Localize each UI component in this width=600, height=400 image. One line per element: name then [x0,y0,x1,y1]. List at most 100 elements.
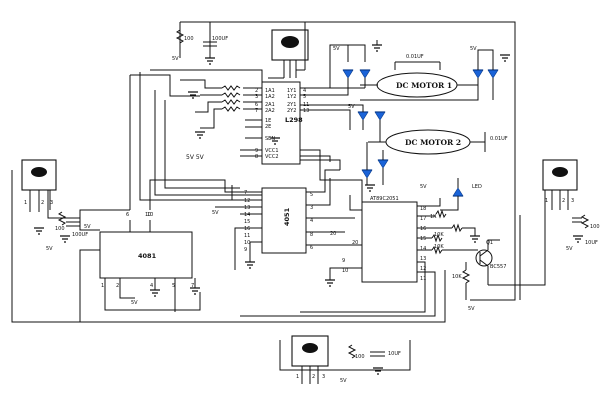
mid-pin-l2: 13 [244,205,250,211]
mid-pin-l5: 16 [244,226,250,232]
l298-num-i: 9 [255,148,258,154]
left-pin-1: 1 [24,200,27,206]
dc-motor-2: DC MOTOR 2 0.01UF [368,129,508,155]
top-5v-label: 5V [172,56,179,62]
motor-1-label: DC MOTOR 1 [396,81,452,90]
right-5v: 5V [566,246,573,252]
motor-2-label: DC MOTOR 2 [405,138,461,147]
l298-driver: 1A1 1A2 2A1 2A2 1E 2E L298 SEN VCC1 VCC2… [180,79,309,165]
m1-5v-b: 5V [470,46,477,52]
mcu-pin-r3: 15 [420,236,426,242]
right-res-label: 100 [590,224,600,230]
mid-pin-l3: 14 [244,212,250,218]
ir-sensor-right: 1 2 3 100 10UF 5V [542,159,600,252]
l298-num-f: 5 [303,94,306,100]
chip-4051-label: 4051 [283,207,291,226]
l298-pin-1a1: 1A1 [265,88,275,94]
motor-2-diodes: 5V [300,104,389,192]
left-5v: 5V [46,246,53,252]
bottom-res-label: 100 [355,354,365,360]
mcu-pin-r2: 16 [420,226,426,232]
mcu-at89c2051: AT89C2051 18 17 16 15 14 13 12 11 20 10 … [240,178,506,317]
mcu-pin-r4: 14 [420,246,426,252]
l298-pin-vcc1: VCC1 [265,148,279,154]
num-10-label: 10 [147,212,153,218]
led-label: LED [472,184,482,190]
res-10k-label-2: 10K [434,232,444,238]
top-res-label: 100 [184,36,194,42]
bottom-pin-1: 1 [296,374,299,380]
mcu-pin-r6: 12 [420,266,426,272]
l298-out-2y1: 2Y1 [287,102,296,108]
mid-pin-l6: 11 [244,233,250,239]
motor-1-diodes: 5V 5V [300,40,510,101]
mcu-pin-l0: 20 [352,240,358,246]
l298-pin-2a1: 2A1 [265,102,275,108]
l298-pin-1e: 1E [265,118,271,124]
left-pin-2: 2 [41,200,44,206]
l298-label: L298 [285,116,303,124]
chip-4081: 4081 6 10 1 2 4 5 7 5V 5V [79,210,201,312]
bottom-5v: 5V [340,378,347,384]
chip-4081-pin-5: 5 [172,283,175,289]
mid-pin-r2: 4 [310,218,313,224]
ir-sensor-top [268,22,309,79]
l298-out-1y1: 1Y1 [287,88,296,94]
l298-num-j: 8 [255,154,258,160]
right-cap-label: 10UF [585,240,598,246]
mcu-pin-r7: 11 [420,276,426,282]
mcu-label: AT89C2051 [370,196,399,202]
chip-4081-pin-7: 7 [191,283,194,289]
res-10k-b: 10K [452,274,462,280]
mid-pin-l8: 9 [244,247,247,253]
l298-num-a: 2 [255,88,258,94]
l298-pin-2e: 2E [265,124,271,130]
transistor-5v: 5V [468,306,475,312]
chip-4081-pin-2: 2 [116,283,119,289]
motor-1-cap: 0.01UF [406,54,424,60]
left-pin-3: 3 [50,200,53,206]
right-pin-3: 3 [571,198,574,204]
l298-pin-sen: SEN [265,136,275,142]
mcu-pin-r0: 18 [420,206,426,212]
mcu-5v-led: 5V [420,184,427,190]
transistor-part: BC557 [490,264,506,270]
bottom-cap-label: 10UF [388,351,401,357]
mid-pin-r4: 6 [310,245,313,251]
mcu-pin-r5: 13 [420,256,426,262]
mcu-pin-r1: 17 [420,216,426,222]
m1-5v-a: 5V [333,46,340,52]
mcu-num-9: 9 [342,258,345,264]
top-rc-network: 100 100UF 5V [172,29,228,65]
frame-wires [11,21,546,371]
mid-pin-r0: 5 [310,192,313,198]
l298-pin-2a2: 2A2 [265,108,275,114]
l298-num-d: 7 [255,108,258,114]
motor-2-cap: 0.01UF [490,136,508,142]
m2-5v-a: 5V [348,104,355,110]
res-1k-label: 1K [430,214,437,220]
dc-motor-1: DC MOTOR 1 0.01UF [360,54,478,98]
chip-4051: 4051 7 12 13 14 15 16 11 10 9 5 3 4 8 6 … [149,169,362,270]
l298-num-c: 6 [255,102,258,108]
chip-4081-5v: 5V [131,300,138,306]
l298-pin-vcc2: VCC2 [265,154,279,160]
left-res-label: 100 [55,226,65,232]
mid-pin-l0: 7 [244,190,247,196]
res-10k-label-3: 10K [434,244,444,250]
chip-4081-pin-4: 4 [150,283,153,289]
mid-pin-r1: 3 [310,205,313,211]
mid-pin-l1: 12 [244,198,250,204]
mid-pin-l4: 15 [244,219,250,225]
chip-4081-5v-left: 5V [84,224,91,230]
chip-4081-pin-10: 10 [145,212,151,218]
l298-num-h: 13 [303,108,309,114]
right-pin-1: 1 [545,198,548,204]
chip-4081-label: 4081 [138,252,157,260]
mid-5v: 5V [212,210,219,216]
l298-5v-label: 5V 5V [186,154,205,161]
chip-4081-pin-6: 6 [126,212,129,218]
l298-pin-1a2: 1A2 [265,94,275,100]
l298-out-1y2: 1Y2 [287,94,296,100]
